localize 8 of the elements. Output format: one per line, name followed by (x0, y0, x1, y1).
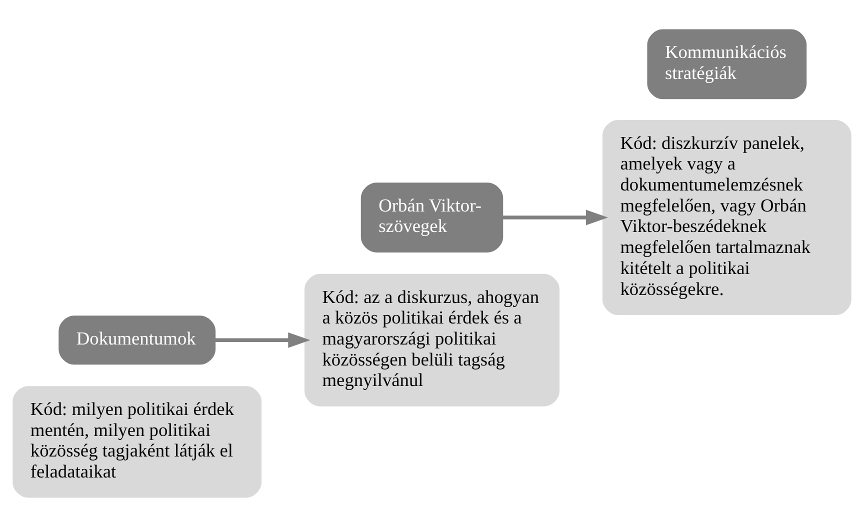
node-box: Dokumentumok (58, 315, 216, 364)
node-box: Kommunikációs stratégiák (647, 28, 807, 99)
node-box: Kód: az a diskurzus, ahogyan a közös politikai érdek és a magyarországi politikai közösségen belüli tagság megnyilvánul (304, 273, 560, 406)
node-box: Orbán Viktor-szövegek (360, 182, 504, 252)
arrow (502, 209, 608, 225)
node-box: Kód: milyen politikai érdek mentén, milyen politikai közösség tagjaként látják el feladataikat (12, 386, 262, 498)
arrow (215, 332, 310, 348)
node-box: Kód: diszkurzív panelek, amelyek vagy a dokumentumelemzésnek megfelelően, vagy Orbán Viktor-beszédeknek megfelelően tartalmaznak kitételt a politikai közösségekre. (602, 120, 852, 314)
